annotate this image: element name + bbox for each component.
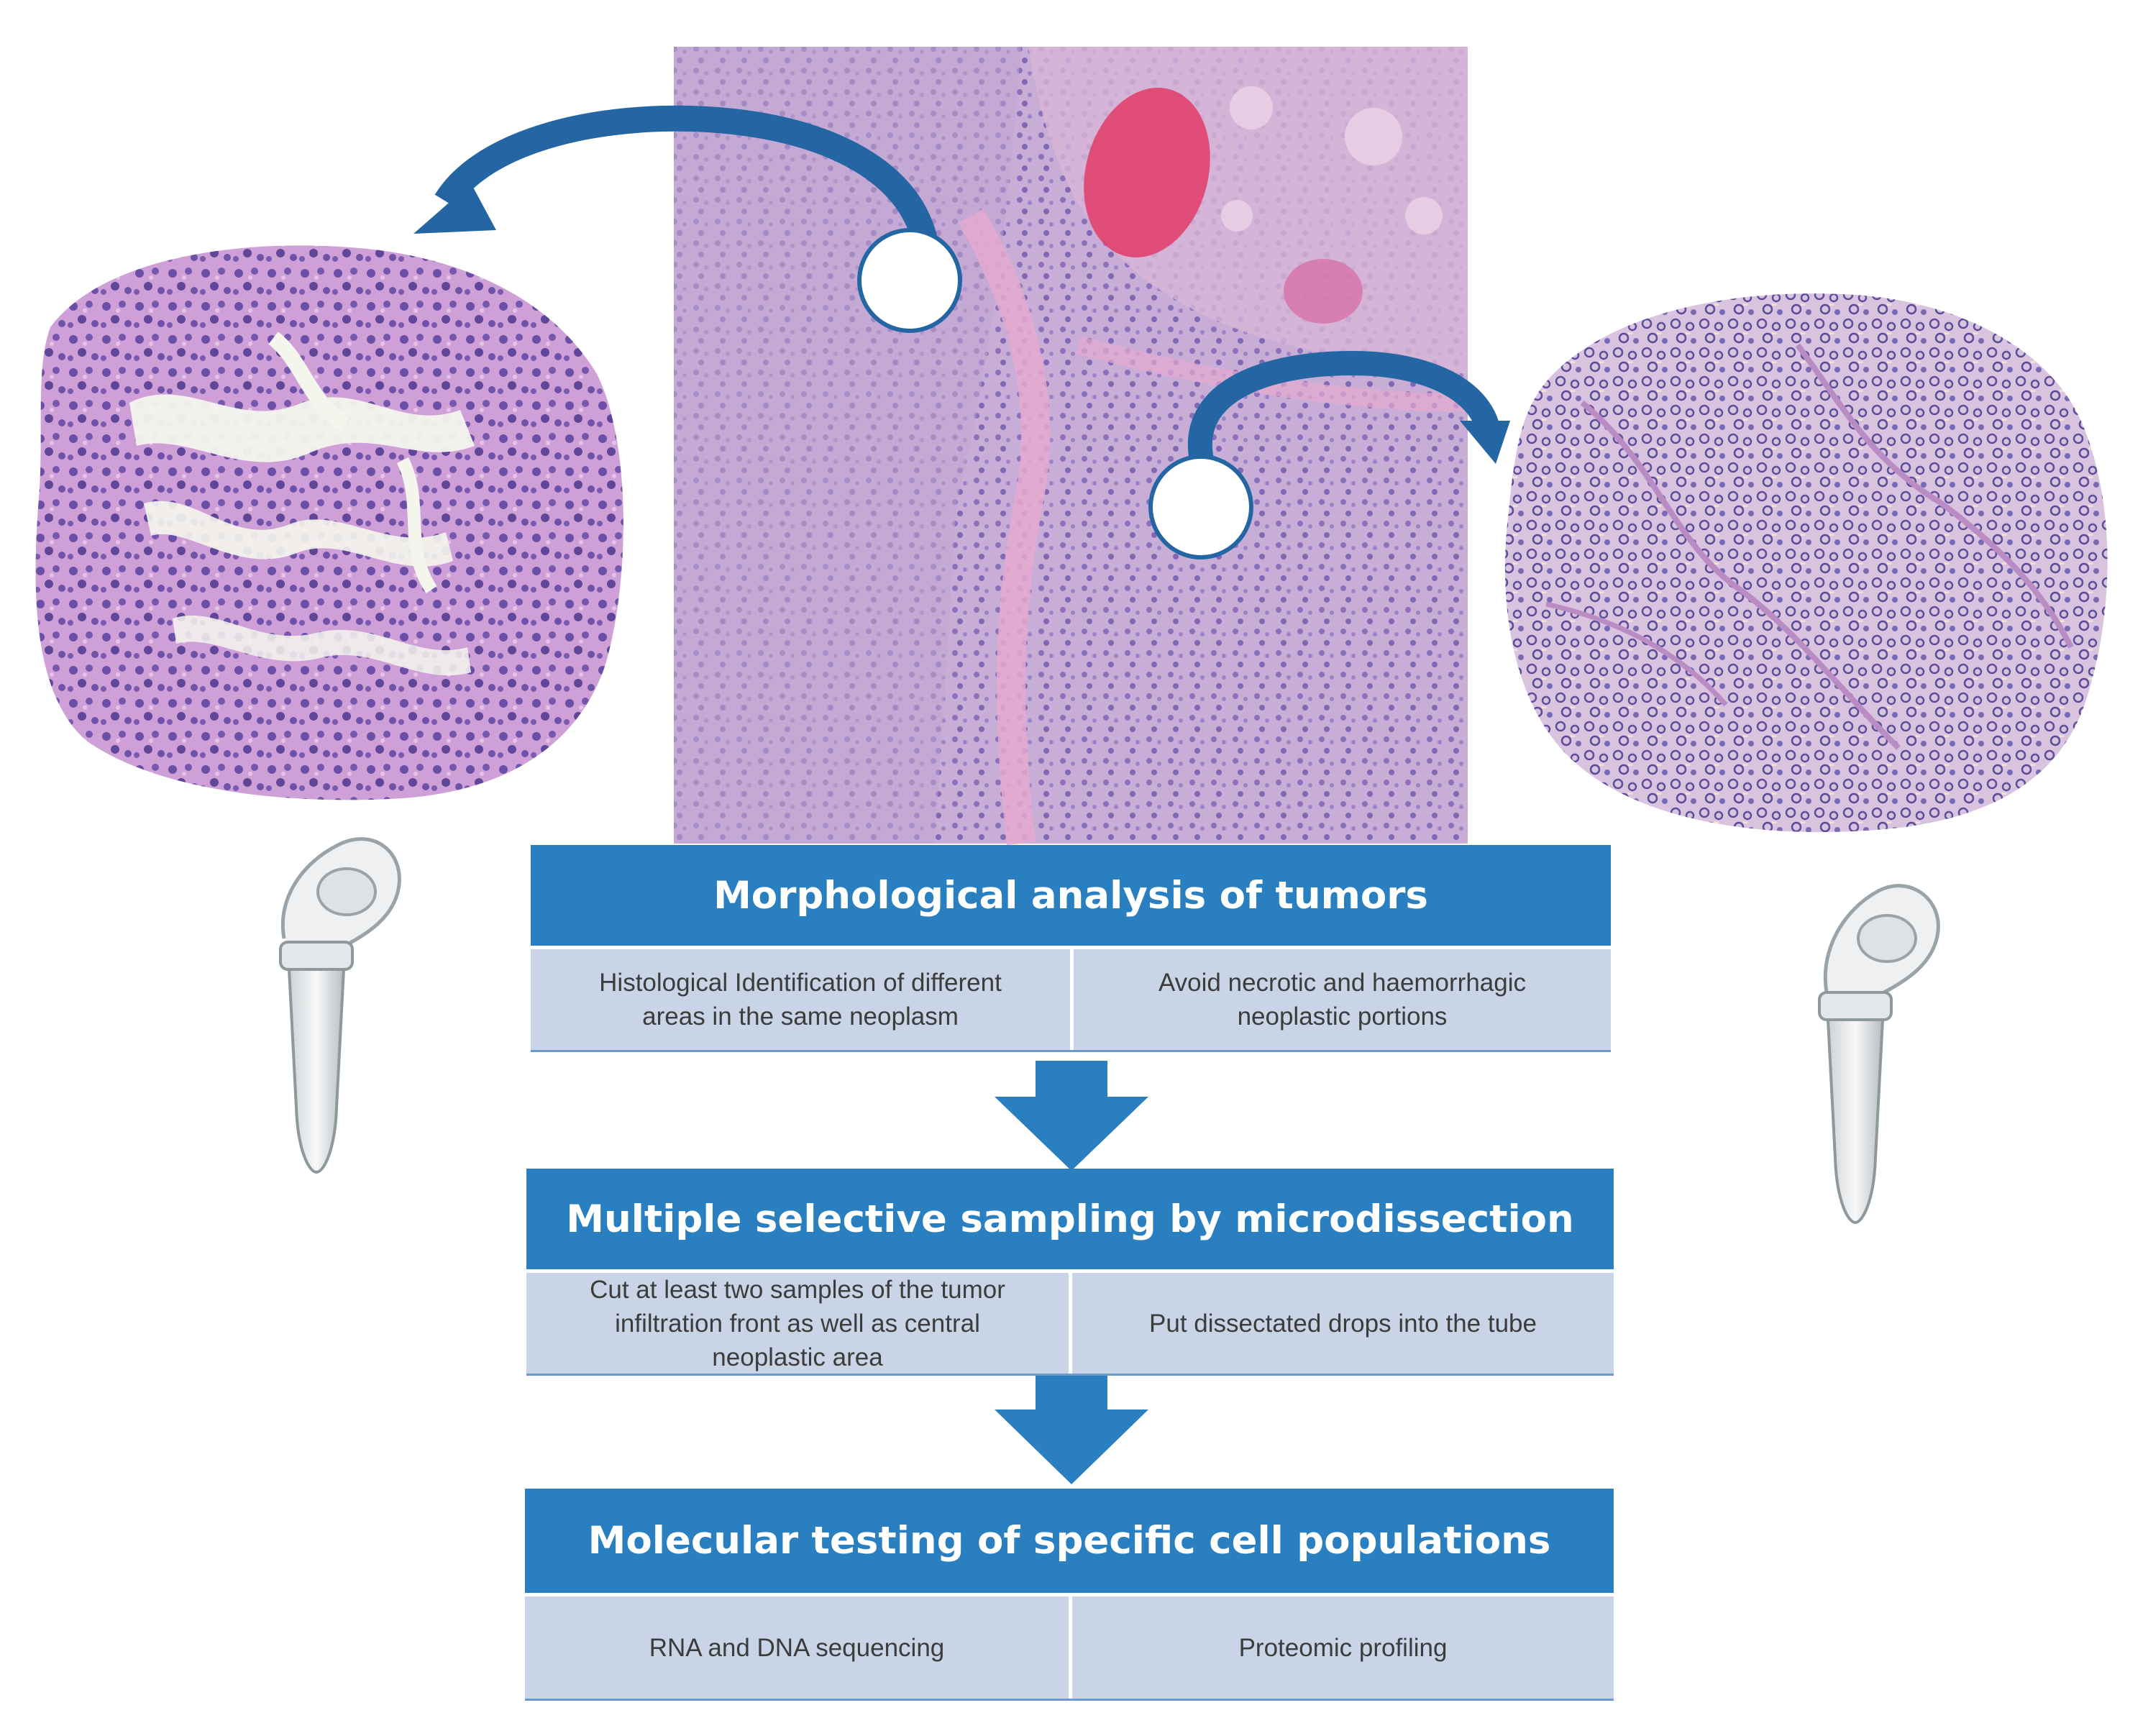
curved-arrow-right	[1187, 350, 1510, 475]
right-eppendorf-tube-icon	[1818, 884, 1940, 1225]
down-arrow-2	[995, 1374, 1148, 1484]
left-eppendorf-tube-icon	[279, 837, 401, 1174]
panel-morphological-divider	[531, 1050, 1611, 1052]
panel-morphological-header: Morphological analysis of tumors	[531, 845, 1611, 946]
panel-sampling-text-left: Cut at least two samples of the tumor in…	[590, 1275, 1005, 1371]
right-histology-image	[1504, 293, 2108, 833]
panel-morphological-text-left: Histological Identification of different…	[599, 969, 1002, 1031]
sampling-circle-right	[1148, 454, 1253, 559]
center-histology-image	[674, 47, 1468, 846]
panel-molecular-text-left: RNA and DNA sequencing	[649, 1633, 945, 1662]
panel-sampling-cell-right: Put dissectated drops into the tube	[1072, 1273, 1614, 1374]
panel-molecular-divider	[525, 1699, 1614, 1701]
down-arrow-1	[995, 1061, 1148, 1171]
panel-molecular-cell-left: RNA and DNA sequencing	[525, 1596, 1069, 1699]
panel-molecular-header: Molecular testing of specific cell popul…	[525, 1489, 1614, 1593]
panel-molecular-text-right: Proteomic profiling	[1238, 1633, 1448, 1662]
panel-sampling-divider	[526, 1374, 1614, 1376]
panel-morphological-cell-right: Avoid necrotic and haemorrhagic neoplast…	[1074, 949, 1611, 1050]
panel-sampling-cell-left: Cut at least two samples of the tumor in…	[526, 1273, 1069, 1374]
panel-morphological-cell-left: Histological Identification of different…	[531, 949, 1070, 1050]
sampling-circle-left	[857, 228, 962, 333]
panel-morphological-text-right: Avoid necrotic and haemorrhagic neoplast…	[1158, 969, 1527, 1031]
panel-molecular-cell-right: Proteomic profiling	[1072, 1596, 1614, 1699]
panel-sampling-header: Multiple selective sampling by microdiss…	[526, 1169, 1614, 1269]
panel-sampling-text-right: Put dissectated drops into the tube	[1149, 1309, 1537, 1338]
panel-molecular-title: Molecular testing of specific cell popul…	[588, 1519, 1551, 1563]
panel-morphological-title: Morphological analysis of tumors	[713, 873, 1428, 918]
curved-arrow-left	[413, 105, 941, 278]
left-histology-image	[35, 245, 623, 800]
panel-sampling-title: Multiple selective sampling by microdiss…	[566, 1197, 1574, 1241]
